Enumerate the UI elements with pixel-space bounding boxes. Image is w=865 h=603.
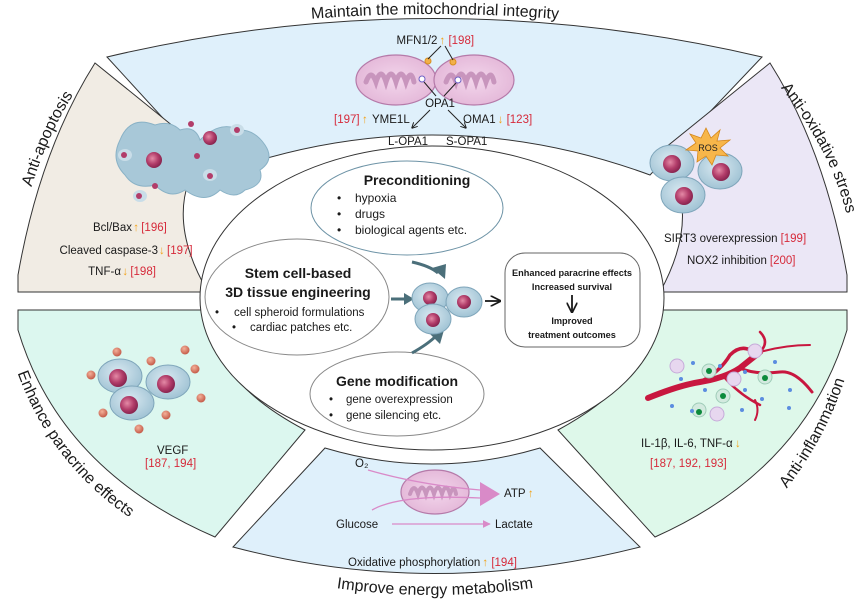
mfn-up-arrow-icon: ↑ (439, 35, 445, 47)
tissue-engineering-list: • cell spheroid formulations • cardiac p… (215, 307, 365, 334)
svg-text:•: • (329, 394, 333, 406)
sector-mitochondrial (106, 18, 763, 176)
yme1l-ref: [197] (334, 114, 360, 126)
preconditioning-title: Preconditioning (364, 172, 471, 188)
nox2-label: NOX2 inhibition (687, 255, 767, 267)
svg-text:•: • (337, 207, 341, 221)
s-opa1-label: S-OPA1 (446, 136, 487, 148)
oma1-ref: [123] (507, 114, 533, 126)
l-opa1-label: L-OPA1 (388, 136, 428, 148)
outcome-line-3: Improved (551, 316, 592, 326)
oxphos-label: Oxidative phosphorylation (348, 557, 480, 569)
atp-up-arrow-icon: ↑ (528, 488, 534, 500)
ros-label: ROS (698, 143, 718, 153)
o2-label: O₂ (355, 458, 368, 470)
vegf-particles (86, 345, 206, 434)
marker-ref: [196] (141, 222, 167, 234)
svg-text:•: • (337, 223, 341, 237)
opa1-label: OPA1 (425, 98, 455, 110)
oma1-down-arrow-icon: ↓ (498, 114, 504, 126)
oma1-label: OMA1 (463, 114, 496, 126)
tissue-engineering-title-1: Stem cell-based (245, 265, 352, 281)
lactate-label: Lactate (495, 519, 533, 531)
svg-text:•: • (337, 191, 341, 205)
oxidative-cells-icon (649, 127, 743, 214)
gene-modification-list: • gene overexpression • gene silencing e… (329, 394, 453, 422)
svg-text:•: • (215, 307, 219, 319)
list-item: cardiac patches etc. (250, 322, 352, 334)
svg-text:•: • (329, 410, 333, 422)
ros-burst-icon (684, 127, 732, 166)
down-arrow-icon: ↓ (159, 245, 165, 257)
up-arrow-icon: ↑ (133, 222, 139, 234)
svg-text:•: • (232, 322, 236, 334)
outcome-line-2: Increased survival (532, 282, 612, 292)
list-item: gene silencing etc. (346, 410, 441, 422)
mfn-label: MFN1/2 (397, 35, 438, 47)
sirt3-ref: [199] (781, 233, 807, 245)
list-item: biological agents etc. (355, 223, 467, 237)
cytokines-ref: [187, 192, 193] (650, 458, 727, 470)
yme1l-up-arrow-icon: ↑ (362, 114, 368, 126)
stem-cell-cluster-icon (411, 282, 483, 335)
list-item: drugs (355, 207, 385, 221)
list-item: cell spheroid formulations (234, 307, 365, 319)
mitochondria-pair (355, 45, 515, 128)
list-item: gene overexpression (346, 394, 453, 406)
marker-label: Cleaved caspase-3 (60, 245, 158, 257)
vegf-ref: [187, 194] (145, 458, 196, 470)
energy-mitochondrion-icon (367, 469, 500, 528)
center-arrows (391, 260, 446, 355)
nox2-ref: [200] (770, 255, 796, 267)
oxphos-up-arrow-icon: ↑ (482, 557, 488, 569)
apoptotic-cells-icon (115, 121, 270, 202)
down-arrow-icon: ↓ (122, 266, 128, 278)
cytokine-dots (670, 360, 792, 413)
gene-modification-bubble (309, 351, 485, 437)
gene-modification-title: Gene modification (336, 373, 458, 389)
sector-title-mitochondrial: Maintain the mitochondrial integrity (310, 1, 559, 23)
yme1l-label: YME1L (372, 114, 410, 126)
apoptosis-marker-list: Bcl/Bax ↑ [196] Cleaved caspase-3 ↓ [197… (60, 222, 193, 278)
glucose-label: Glucose (336, 519, 378, 531)
marker-ref: [198] (130, 266, 156, 278)
sector-apoptosis (17, 62, 209, 293)
tissue-engineering-bubble (204, 238, 390, 356)
immune-cells (669, 343, 773, 422)
mfn-ref: [198] (448, 35, 474, 47)
arrow-from-preconditioning (411, 260, 439, 275)
cytokines-label: IL-1β, IL-6, TNF-α (641, 438, 733, 450)
marker-ref: [197] (167, 245, 193, 257)
marker-label: Bcl/Bax (93, 222, 132, 234)
sector-title-energy: Improve energy metabolism (336, 575, 534, 599)
vegf-secreting-cells-icon (86, 345, 206, 434)
vegf-label: VEGF (157, 445, 188, 457)
oxphos-ref: [194] (491, 557, 517, 569)
tissue-engineering-title-2: 3D tissue engineering (225, 284, 370, 300)
cytokines-down-arrow-icon: ↓ (735, 438, 741, 450)
atp-label: ATP (504, 488, 526, 500)
marker-label: TNF-α (88, 266, 121, 278)
list-item: hypoxia (355, 191, 397, 205)
preconditioning-bubble (310, 160, 504, 256)
outcome-line-4: treatment outcomes (528, 330, 616, 340)
blood-vessel-icon (645, 330, 814, 422)
preconditioning-list: • hypoxia • drugs • biological agents et… (337, 191, 467, 237)
sirt3-label: SIRT3 overexpression (664, 233, 778, 245)
outcome-line-1: Enhanced paracrine effects (512, 268, 632, 278)
